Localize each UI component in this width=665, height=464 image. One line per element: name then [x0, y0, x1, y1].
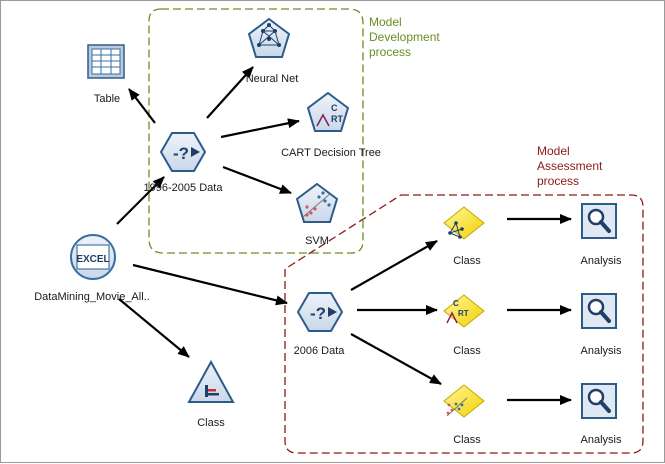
cart-icon: C RT	[306, 91, 350, 132]
development-label-line-3: process	[369, 45, 412, 59]
magnifier-icon-3	[581, 383, 617, 419]
select-icon-2006: -?	[296, 292, 344, 332]
cart-nugget-icon: C RT	[443, 294, 485, 328]
svg-text:-?: -?	[310, 304, 326, 323]
svm-node-label[interactable]: SVM	[305, 235, 329, 247]
class-svm-label[interactable]: Class	[453, 434, 481, 446]
analysis-1-label[interactable]: Analysis	[580, 255, 622, 267]
class-cart-label[interactable]: Class	[453, 345, 481, 357]
assessment-label-line-3: process	[537, 174, 580, 188]
development-label-line-1: Model	[369, 15, 402, 29]
svm-nugget-icon	[443, 384, 485, 418]
edge-source-to-class	[118, 298, 190, 358]
cart-node-label[interactable]: CART Decision Tree	[281, 147, 381, 159]
magnifier-icon-2	[581, 293, 617, 329]
edge-data-to-neuralnet	[206, 66, 254, 119]
analysis-3-label[interactable]: Analysis	[580, 434, 622, 446]
analysis-2-label[interactable]: Analysis	[580, 345, 622, 357]
distribution-icon	[187, 359, 235, 403]
assessment-label-line-1: Model	[537, 144, 570, 158]
table-icon	[87, 44, 125, 79]
svg-text:RT: RT	[458, 309, 469, 318]
edge-data-to-svm	[222, 165, 292, 195]
table-node-label[interactable]: Table	[93, 93, 121, 105]
neural-net-icon	[247, 17, 291, 58]
assessment-group-label: Model Assessment process	[537, 144, 602, 189]
development-label-line-2: Development	[369, 30, 440, 44]
excel-icon: EXCEL	[70, 234, 116, 280]
edge-data-to-table	[128, 88, 156, 124]
edge-source-to-data1996	[116, 176, 165, 225]
edge-2006-to-classsvm	[350, 333, 442, 385]
svg-text:EXCEL: EXCEL	[76, 254, 109, 265]
select-icon-1996: -?	[159, 132, 207, 172]
svg-text:RT: RT	[331, 114, 343, 124]
edge-source-to-data2006	[132, 263, 288, 306]
assessment-group-box	[284, 194, 644, 454]
data2006-node-label[interactable]: 2006 Data	[293, 345, 345, 357]
svg-text:-?: -?	[173, 144, 189, 163]
edge-2006-to-classnn	[350, 240, 438, 291]
magnifier-icon-1	[581, 203, 617, 239]
assessment-label-line-2: Assessment	[537, 159, 603, 173]
neural-net-nugget-icon	[443, 206, 485, 240]
development-group-box	[148, 8, 364, 254]
class-nn-label[interactable]: Class	[453, 255, 481, 267]
source-node-label[interactable]: DataMining_Movie_All..	[34, 291, 150, 303]
class-distribution-label[interactable]: Class	[197, 417, 225, 429]
svm-icon	[295, 182, 339, 223]
svg-text:C: C	[331, 103, 338, 113]
svg-text:C: C	[453, 299, 459, 308]
edge-data-to-cart	[220, 118, 300, 139]
development-group-label: Model Development process	[369, 15, 440, 60]
data1996-node-label[interactable]: 1996-2005 Data	[143, 182, 223, 194]
neuralnet-node-label[interactable]: Neural Net	[245, 73, 299, 85]
